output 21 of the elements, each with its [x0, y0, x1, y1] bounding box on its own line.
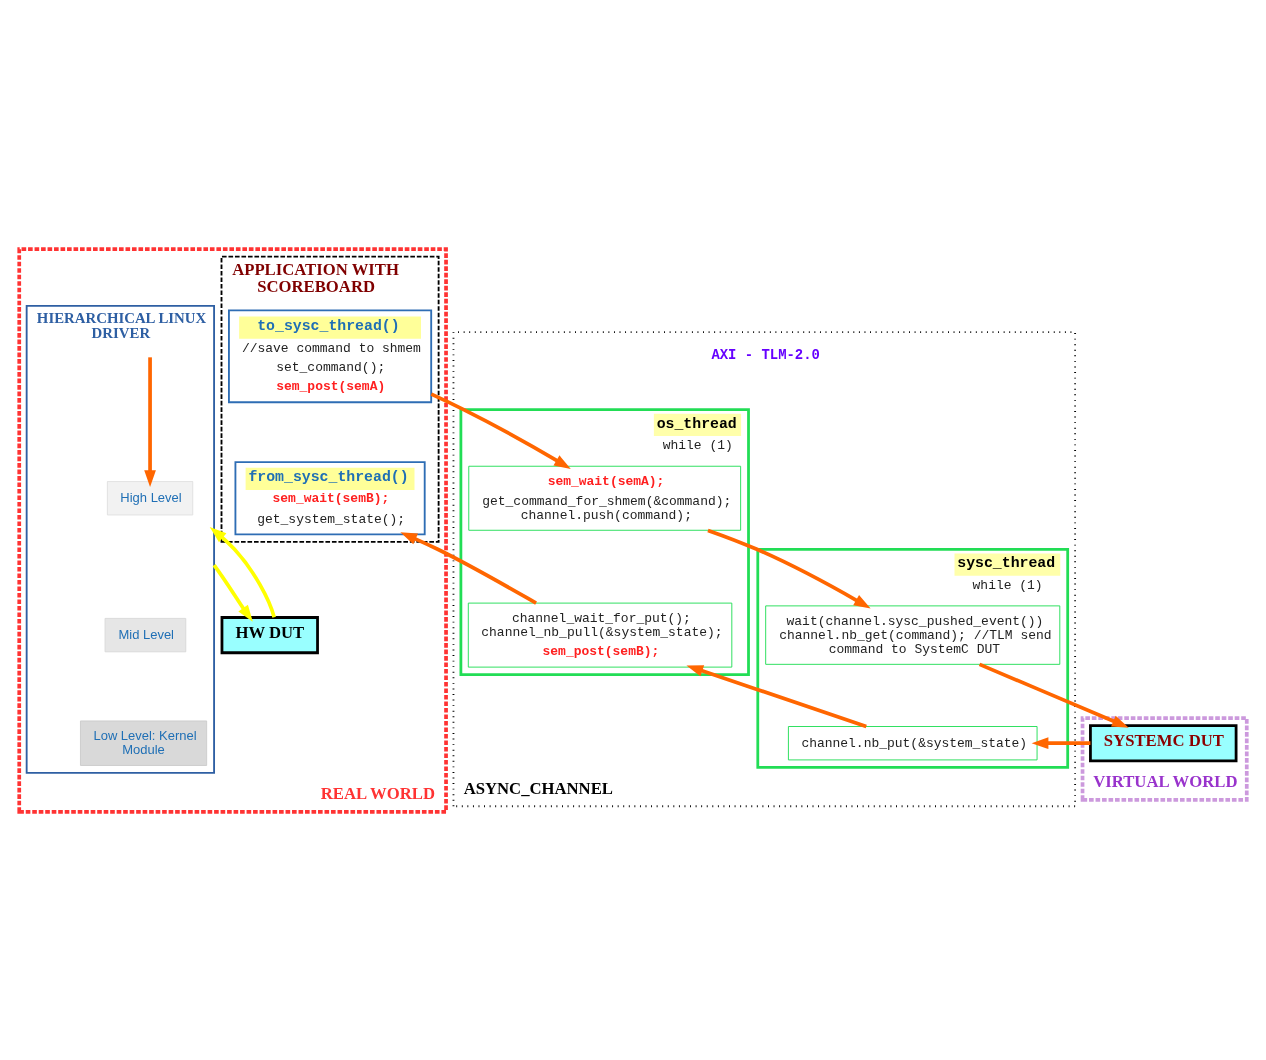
node-box: HW DUT [220, 615, 319, 654]
node-box: Low Level: Kernel Module [80, 719, 208, 766]
node-box: to_sysc_thread() //save command to shmem set_command(); sem_post(semA) [228, 308, 433, 403]
arrow [1031, 736, 1091, 749]
arrow [978, 662, 1129, 728]
node-box: Mid Level [104, 617, 187, 652]
node-box: channel_wait_for_put(); channel_nb_pull(&system_state); sem_post(semB); [467, 602, 733, 668]
node-box: High Level [106, 480, 194, 515]
arrow [400, 531, 537, 605]
node-box: sem_wait(semA); get_command_for_shmem(&command); channel.push(command); [468, 465, 742, 531]
arrow [144, 356, 156, 487]
node-box: SYSTEMC DUT [1089, 723, 1238, 762]
label: AXI - TLM-2.0 [711, 346, 820, 363]
arrow [209, 526, 276, 618]
arrow [212, 563, 253, 622]
node-box: wait(channel.sysc_pushed_event()) channel.nb_get(command); //TLM send command to SystemC DUT [765, 604, 1061, 665]
arrow [430, 392, 571, 469]
node-box: channel.nb_put(&system_state) [787, 725, 1038, 760]
node-box: from_sysc_thread() sem_wait(semB); get_system_state(); [234, 460, 426, 535]
arrow [707, 528, 871, 608]
arrow [686, 664, 867, 728]
